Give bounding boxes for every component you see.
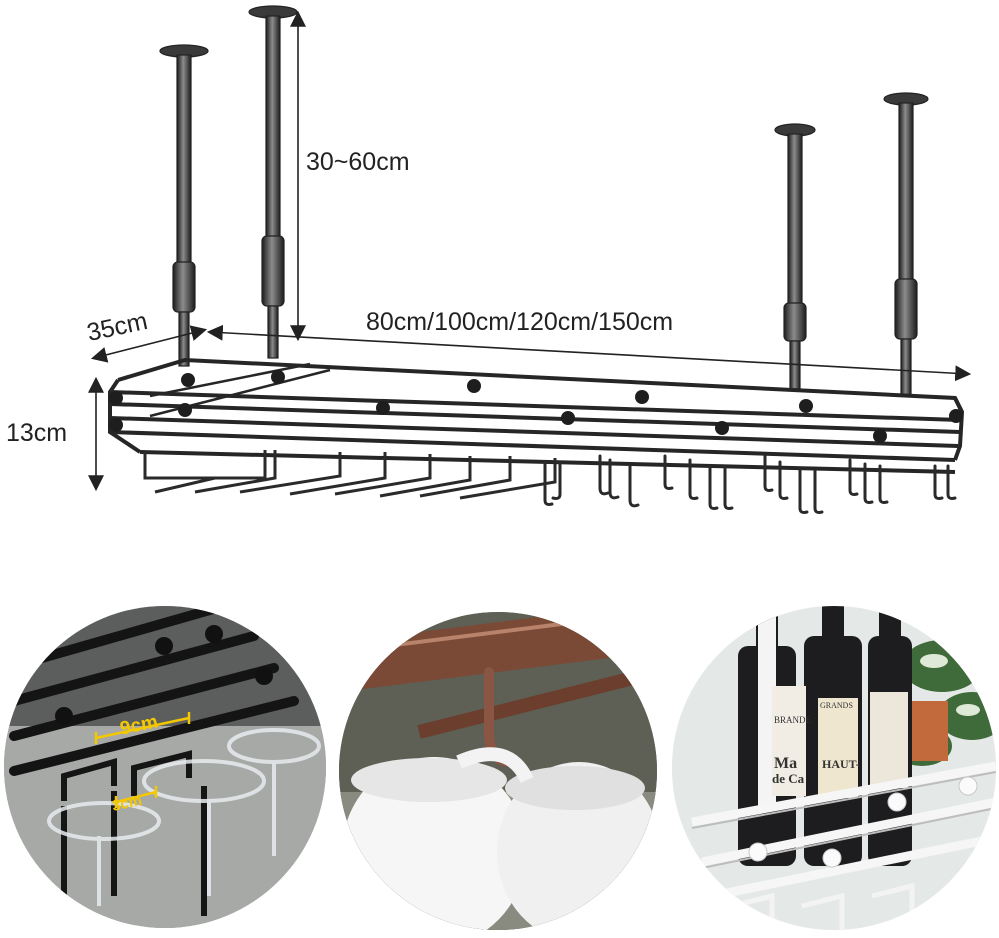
bottle-label-4: BRANDE — [774, 715, 812, 725]
height-label: 13cm — [6, 419, 68, 447]
glass-rail-closeup: 9cm 3cm — [4, 606, 326, 928]
height-drop-label: 30~60cm — [306, 148, 410, 176]
bottle-label-3: HAUT- — [822, 757, 860, 771]
bottle-label-2: de Ca — [772, 771, 805, 786]
mug-hooks — [543, 454, 957, 514]
wine-rack-diagram — [88, 5, 972, 514]
dimension-lines — [88, 10, 972, 492]
bottle-rack-closeup: BRANDE Ma de Ca GRANDS HAUT- — [672, 606, 996, 930]
rack-frame — [108, 357, 965, 474]
length-label: 80cm/100cm/120cm/150cm — [366, 308, 674, 336]
ceiling-rods — [159, 5, 929, 396]
rack-rivets — [109, 370, 963, 443]
mug-hook-closeup — [339, 612, 657, 930]
glass-hanger-rails — [143, 450, 557, 500]
bottle-label-1: Ma — [774, 755, 798, 772]
bottle-label-5: GRANDS — [820, 701, 853, 710]
